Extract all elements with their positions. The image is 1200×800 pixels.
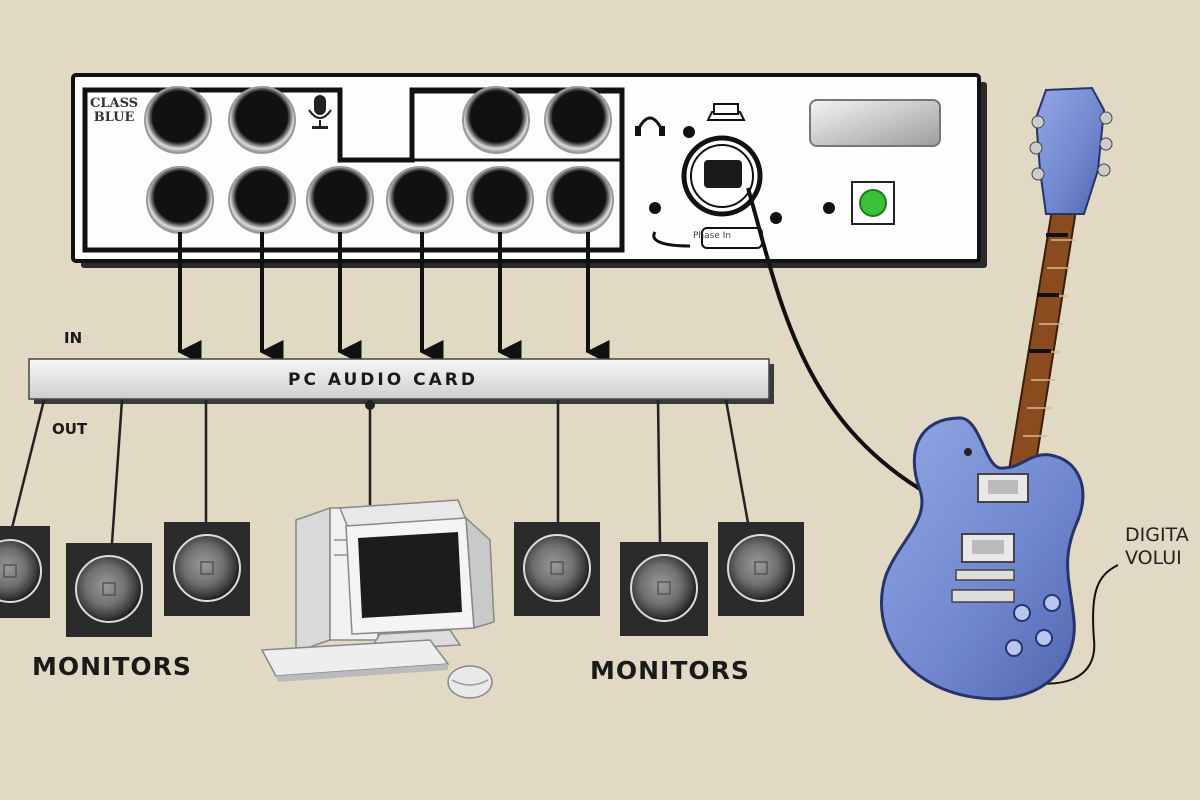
monitor-speaker-left-2	[66, 543, 152, 637]
panel-screw	[683, 126, 695, 138]
monitor-speaker-right-3	[718, 522, 804, 616]
card-output-label: OUT	[52, 420, 88, 438]
monitor-speaker-left-3	[164, 522, 250, 616]
jack-bottom-3	[306, 166, 374, 234]
pc-audio-card-label: PC AUDIO CARD	[288, 370, 478, 390]
display-window	[809, 99, 941, 147]
input-arrows	[177, 232, 610, 364]
headphones-icon	[635, 116, 665, 136]
xlr-input-connector	[681, 103, 763, 249]
logo-line-1: CLASS	[90, 96, 139, 111]
jack-bottom-5	[466, 166, 534, 234]
port-label: Phase In	[693, 231, 732, 241]
jack-bottom-2	[228, 166, 296, 234]
pc-audio-card	[28, 358, 774, 404]
jack-top-3	[462, 86, 530, 154]
jack-top-4	[544, 86, 612, 154]
jack-bottom-6	[546, 166, 614, 234]
callout-line-2: VOLUI	[1125, 547, 1182, 569]
panel-screw	[823, 202, 835, 214]
callout-line-1: DIGITA	[1125, 524, 1189, 546]
monitor-speaker-right-1	[514, 522, 600, 616]
jack-bottom-4	[386, 166, 454, 234]
jack-top-1	[144, 86, 212, 154]
volume-callout-line	[1019, 564, 1119, 685]
monitors-left-label: MONITORS	[32, 652, 192, 681]
digital-volume-callout: DIGITA VOLUI	[1125, 524, 1189, 570]
monitors-right-label: MONITORS	[590, 656, 750, 685]
panel-screw	[770, 212, 782, 224]
power-led	[851, 181, 895, 225]
monitor-speaker-right-2	[620, 542, 708, 636]
monitor-speaker-left-1	[0, 526, 50, 618]
guitar-cable	[746, 187, 932, 497]
jack-bottom-1	[146, 166, 214, 234]
logo-line-2: BLUE	[93, 110, 135, 125]
jack-top-2	[228, 86, 296, 154]
panel-screw	[649, 202, 661, 214]
electric-guitar	[880, 86, 1113, 701]
microphone-icon	[308, 95, 332, 129]
audio-interface	[71, 73, 987, 268]
interface-brand-logo: CLASS BLUE	[90, 97, 138, 125]
desktop-computer	[260, 499, 495, 699]
card-input-label: IN	[64, 329, 83, 347]
input-jack-row	[144, 86, 614, 234]
output-cables	[10, 399, 750, 544]
